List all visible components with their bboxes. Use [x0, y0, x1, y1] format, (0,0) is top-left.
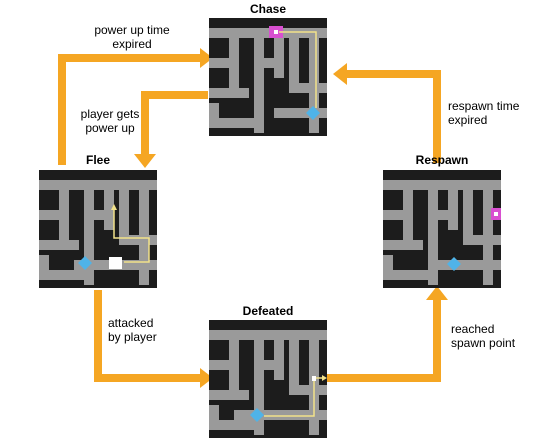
- arrow-defeated-to-respawn: [319, 300, 441, 382]
- state-title-chase: Chase: [249, 2, 287, 16]
- label-line: expired: [112, 37, 152, 51]
- arrowhead-flee-top: [134, 154, 156, 168]
- arrow-flee-to-defeated: [94, 290, 200, 382]
- label-line: power up time: [94, 23, 170, 37]
- label-power-up-expired: power up time expired: [84, 23, 180, 51]
- arrowheads: [134, 48, 448, 388]
- trail-chase: [279, 31, 317, 108]
- label-line: power up: [85, 121, 135, 135]
- maze-respawn: [383, 170, 501, 288]
- label-line: player gets: [80, 107, 140, 121]
- label-attacked-by-player: attacked by player: [108, 316, 157, 344]
- state-title-respawn: Respawn: [415, 153, 469, 167]
- arrowhead-respawn: [426, 286, 448, 300]
- label-player-gets-power-up: player gets power up: [70, 107, 150, 135]
- label-line: spawn point: [451, 336, 516, 350]
- label-line: respawn time: [448, 99, 520, 113]
- label-line: expired: [448, 113, 488, 127]
- arrowhead-chase-left: [200, 48, 213, 68]
- arrowhead-chase-right: [333, 63, 347, 85]
- maze-chase: [209, 18, 327, 136]
- label-reached-spawn-point: reached spawn point: [451, 322, 515, 350]
- arrowhead-defeated: [200, 368, 213, 388]
- arrow-flee-to-chase: [58, 54, 200, 165]
- maze-defeated: [209, 320, 327, 438]
- player-flee: [78, 256, 92, 270]
- label-line: by player: [108, 330, 157, 344]
- trail-defeated: [264, 377, 324, 417]
- maze-flee: [39, 170, 157, 288]
- label-line: attacked: [108, 316, 154, 330]
- label-respawn-time-expired: respawn time expired: [448, 99, 519, 127]
- trail-flee: [113, 208, 150, 263]
- state-title-flee: Flee: [85, 153, 110, 167]
- label-line: reached: [451, 322, 495, 336]
- arrow-chase-to-flee: [141, 91, 208, 155]
- ghost-defeated: [312, 376, 316, 381]
- ghost-flee: [109, 257, 122, 269]
- arrow-respawn-to-chase: [345, 70, 441, 163]
- player-defeated: [250, 408, 264, 422]
- state-title-defeated: Defeated: [242, 304, 294, 318]
- transition-arrows: [58, 54, 441, 382]
- player-respawn: [447, 257, 461, 271]
- player-chase: [306, 106, 320, 120]
